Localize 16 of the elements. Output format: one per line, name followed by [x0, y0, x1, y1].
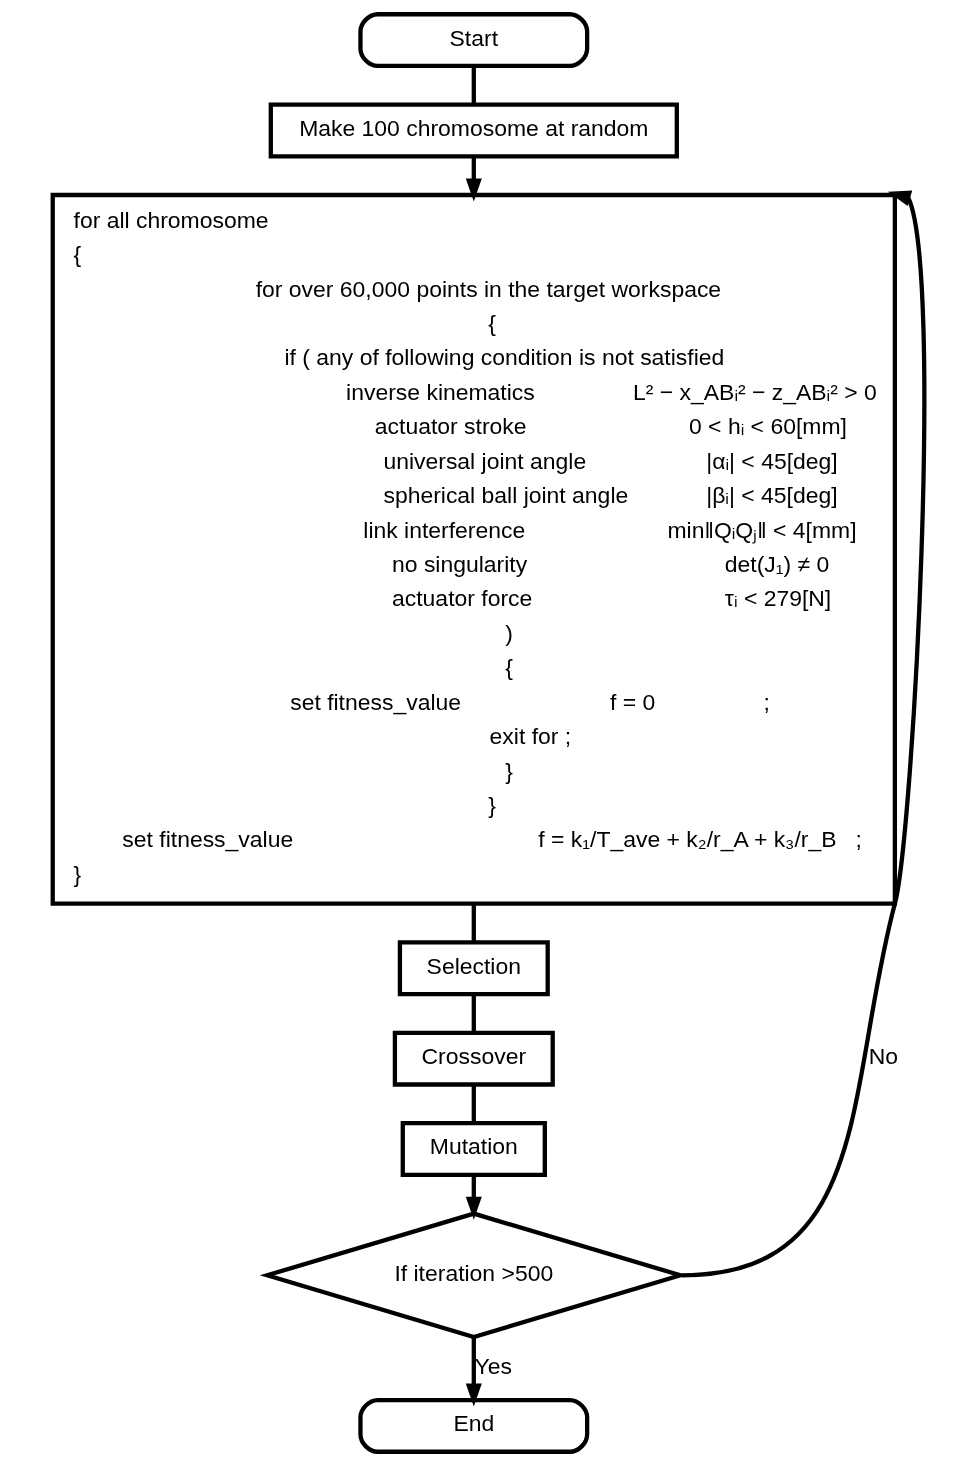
- arrow: [681, 190, 926, 1278]
- arrow: [465, 1337, 482, 1407]
- connector: [471, 66, 476, 105]
- node-box: for all chromosome { for over 60,000 points in the target workspace { if ( any of following condition is not satisfied inverse kinematics L² − x_ABᵢ² − z_ABᵢ² > 0 actuator stroke 0 < hᵢ < 60[mm] universal joint angle |αᵢ| < 45[deg] spherical ball joint angle |βᵢ| < 45[deg] link interference min‖QᵢQⱼ‖ < 4[mm] no singularity det(J₁) ≠ 0 actuator force τᵢ < 279[N] ) { set fitness_value f = 0 ; exit for ; } } set fitness_value f = k₁/T_ave + k₂/r_A + k₃/r_B ; }: [50, 192, 897, 906]
- connector: [471, 904, 476, 943]
- arrow: [465, 1175, 482, 1220]
- node-box: Make 100 chromosome at random: [268, 102, 679, 159]
- connector: [471, 994, 476, 1033]
- edge-label: No: [868, 1043, 898, 1070]
- arrow: [465, 156, 482, 202]
- connector: [471, 1084, 476, 1123]
- node-box: Selection: [397, 940, 550, 997]
- node-box: Mutation: [400, 1121, 547, 1177]
- node-box: End: [357, 1397, 589, 1454]
- node-box: Crossover: [392, 1030, 555, 1087]
- node-box: Start: [357, 12, 589, 69]
